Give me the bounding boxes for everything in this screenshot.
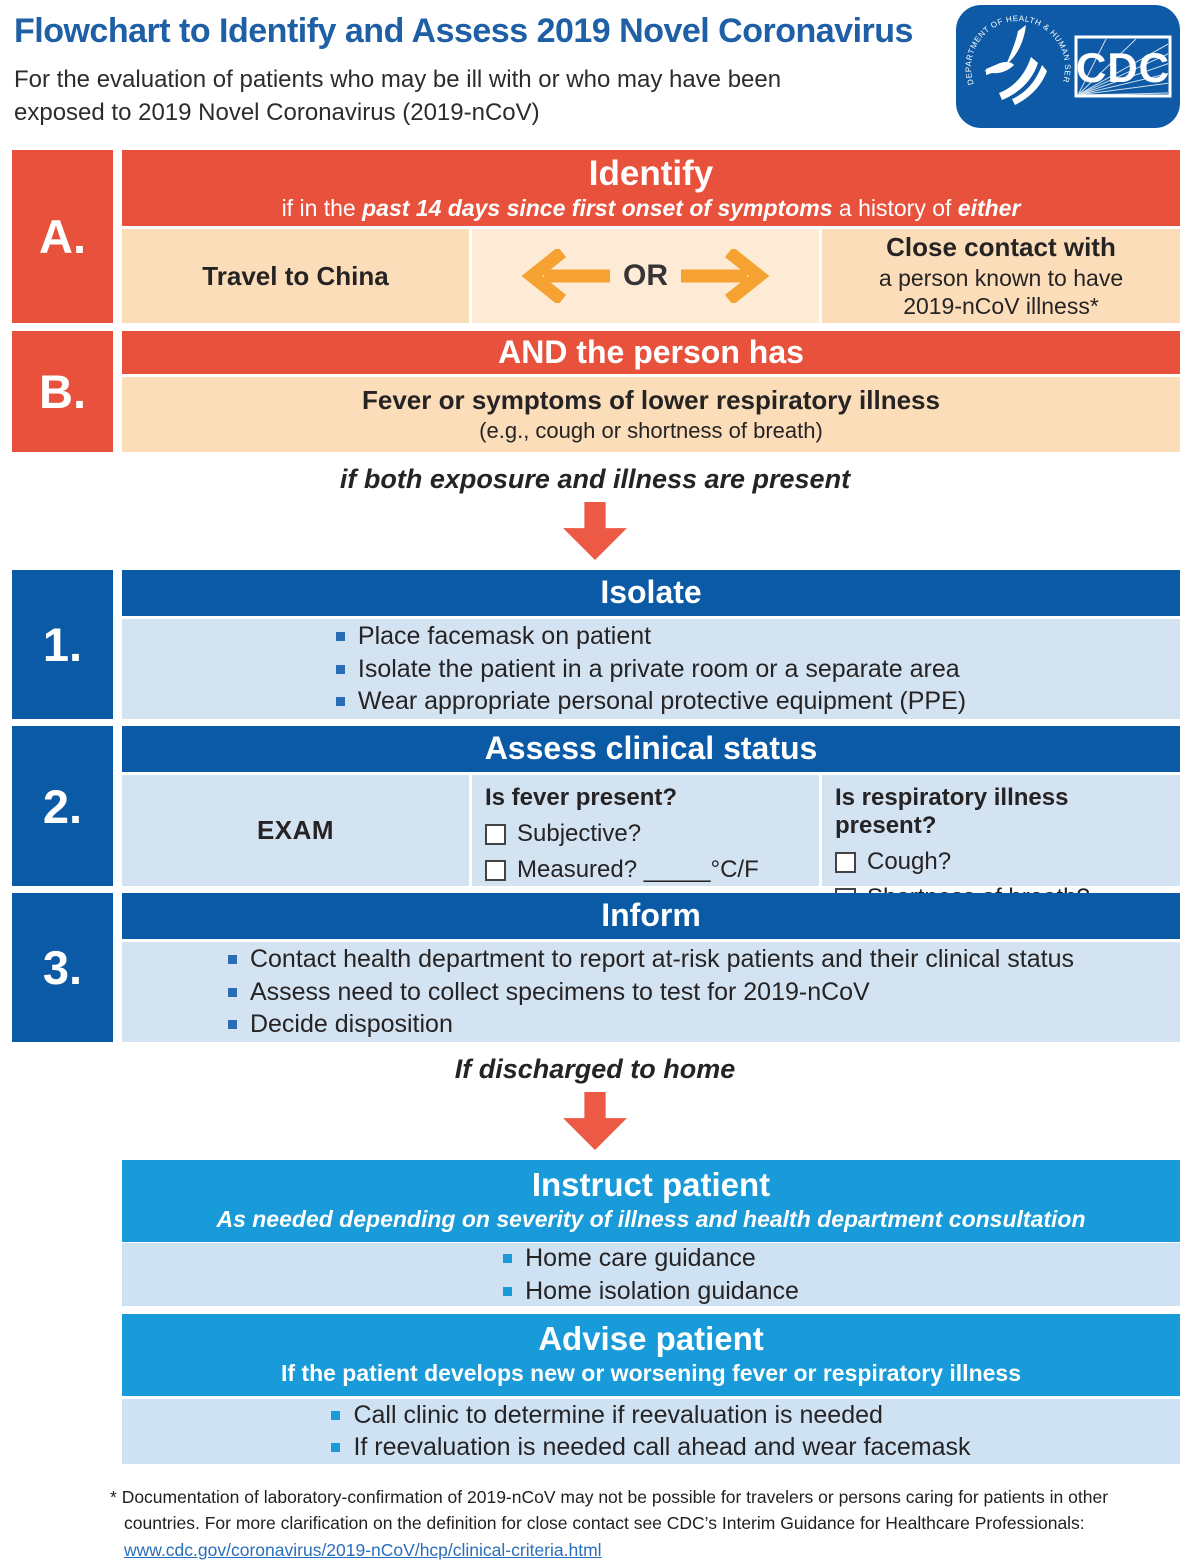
inform-header: Inform: [122, 893, 1180, 939]
close-contact-line2: a person known to have: [878, 264, 1124, 291]
check-row-subjective: Subjective?: [485, 820, 813, 848]
exam-label: EXAM: [122, 775, 469, 886]
subjective-checkbox[interactable]: [485, 823, 506, 845]
respiratory-question-column: Is respiratory illness present? Cough? S…: [822, 775, 1180, 911]
connector-text-2: If discharged to home: [454, 1054, 736, 1084]
fever-symptoms-body: Fever or symptoms of lower respiratory i…: [122, 377, 1180, 452]
bullet-item: Home isolation guidance: [503, 1275, 799, 1308]
cdc-hhs-logo: DEPARTMENT OF HEALTH & HUMAN SERVICES·US…: [956, 5, 1180, 128]
advise-patient-header: Advise patient If the patient develops n…: [122, 1314, 1180, 1396]
bullet-item: Place facemask on patient: [336, 620, 966, 653]
down-arrow-icon: [563, 502, 627, 560]
respiratory-question-title: Is respiratory illness present?: [835, 784, 1069, 839]
section-2: 2. Assess clinical status EXAM Is fever …: [12, 726, 1180, 911]
travel-to-china-cell: Travel to China: [122, 229, 469, 323]
identify-title: Identify: [588, 154, 714, 193]
down-arrow-2: [0, 1092, 1190, 1150]
or-right-arrow-icon: [681, 249, 770, 303]
hhs-eagle-icon: [984, 25, 1047, 105]
section-a: A. Identify if in the past 14 days since…: [12, 150, 1180, 323]
footnote-text: Documentation of laboratory-confirmation…: [121, 1487, 1113, 1534]
connector-text-1: if both exposure and illness are present: [339, 464, 851, 494]
footnote-link[interactable]: www.cdc.gov/coronavirus/2019-nCoV/hcp/cl…: [124, 1539, 602, 1560]
section-2-badge: 2.: [12, 726, 113, 886]
instruct-patient-header: Instruct patient As needed depending on …: [122, 1160, 1180, 1242]
identify-subtitle: if in the past 14 days since first onset…: [281, 195, 1021, 222]
isolate-bullets: Place facemask on patient Isolate the pa…: [336, 620, 966, 718]
isolate-body: Place facemask on patient Isolate the pa…: [122, 619, 1180, 719]
advise-bullets: Call clinic to determine if reevaluation…: [331, 1399, 970, 1464]
close-contact-cell: Close contact with a person known to hav…: [822, 229, 1180, 323]
check-row-measured: Measured? _____°C/F: [485, 856, 813, 884]
bullet-item: If reevaluation is needed call ahead and…: [331, 1431, 970, 1464]
cdc-wordmark: CDC: [1074, 35, 1172, 98]
bullet-item: Isolate the patient in a private room or…: [336, 653, 966, 686]
section-1-badge: 1.: [12, 570, 113, 719]
fever-question-column: Is fever present? Subjective? Measured? …: [472, 775, 819, 886]
measured-label: Measured? _____°C/F: [517, 856, 759, 883]
cough-checkbox[interactable]: [835, 851, 856, 873]
advise-patient-section: Advise patient If the patient develops n…: [122, 1314, 1180, 1464]
fever-symptoms-note: (e.g., cough or shortness of breath): [479, 418, 823, 443]
fever-symptoms-text: Fever or symptoms of lower respiratory i…: [362, 385, 940, 415]
advise-patient-subtitle: If the patient develops new or worsening…: [280, 1359, 1022, 1386]
isolate-header: Isolate: [122, 570, 1180, 616]
footnote-asterisk: *: [110, 1487, 122, 1507]
bullet-item: Assess need to collect specimens to test…: [228, 976, 1074, 1009]
assess-clinical-status-header: Assess clinical status: [122, 726, 1180, 772]
inform-body: Contact health department to report at-r…: [122, 942, 1180, 1042]
or-label: OR: [623, 259, 668, 292]
instruct-patient-subtitle: As needed depending on severity of illne…: [216, 1205, 1086, 1232]
inform-bullets: Contact health department to report at-r…: [228, 943, 1074, 1041]
advise-patient-body: Call clinic to determine if reevaluation…: [122, 1398, 1180, 1464]
section-3: 3. Inform Contact health department to r…: [12, 893, 1180, 1042]
close-contact-line3: 2019-nCoV illness*: [903, 293, 1099, 320]
bullet-item: Home care guidance: [503, 1242, 799, 1275]
identify-header: Identify if in the past 14 days since fi…: [122, 150, 1180, 226]
page-header: Flowchart to Identify and Assess 2019 No…: [0, 0, 1190, 150]
bullet-item: Wear appropriate personal protective equ…: [336, 685, 966, 718]
or-cell: OR: [472, 229, 819, 323]
instruct-patient-section: Instruct patient As needed depending on …: [122, 1160, 1180, 1306]
and-person-has-header: AND the person has: [122, 331, 1180, 374]
svg-text:CDC: CDC: [1076, 44, 1170, 91]
bullet-item: Call clinic to determine if reevaluation…: [331, 1399, 970, 1432]
check-row-cough: Cough?: [835, 848, 1174, 876]
instruct-patient-body: Home care guidance Home isolation guidan…: [122, 1243, 1180, 1306]
cough-label: Cough?: [867, 848, 952, 875]
section-b-badge: B.: [12, 331, 113, 452]
close-contact-title: Close contact with: [886, 232, 1116, 262]
subjective-label: Subjective?: [517, 820, 642, 847]
bullet-item: Contact health department to report at-r…: [228, 943, 1074, 976]
down-arrow-icon: [563, 1092, 627, 1150]
down-arrow-1: [0, 502, 1190, 560]
fever-question-title: Is fever present?: [485, 784, 678, 811]
section-3-badge: 3.: [12, 893, 113, 1042]
section-1: 1. Isolate Place facemask on patient Iso…: [12, 570, 1180, 719]
measured-checkbox[interactable]: [485, 859, 506, 881]
or-left-arrow-icon: [521, 249, 610, 303]
footnote: * Documentation of laboratory-confirmati…: [0, 1484, 1148, 1563]
page-title: Flowchart to Identify and Assess 2019 No…: [14, 12, 913, 50]
section-b: B. AND the person has Fever or symptoms …: [12, 331, 1180, 452]
instruct-bullets: Home care guidance Home isolation guidan…: [503, 1242, 799, 1307]
bullet-item: Decide disposition: [228, 1008, 1074, 1041]
section-a-badge: A.: [12, 150, 113, 323]
page-subtitle: For the evaluation of patients who may b…: [14, 66, 782, 127]
